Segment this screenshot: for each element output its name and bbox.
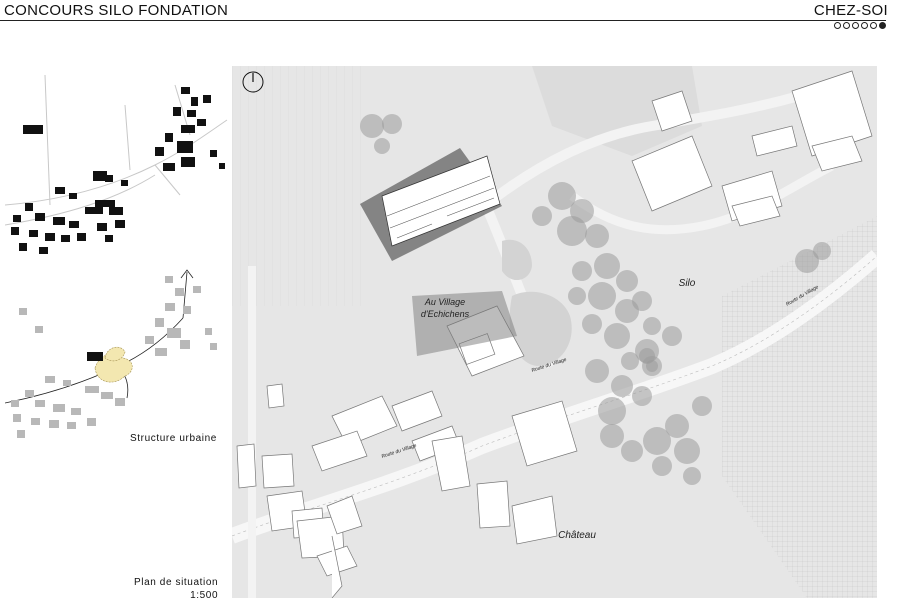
page-dot-current — [879, 22, 886, 29]
existing-buildings — [236, 70, 873, 598]
plan-caption-title: Plan de situation — [134, 577, 219, 588]
site-plan: Au Village d'Echichens Silo Château Rout… — [232, 66, 877, 598]
page-dot — [861, 22, 868, 29]
header-rule — [0, 20, 886, 21]
plan-caption-scale: 1:500 — [190, 590, 219, 601]
page-dot — [843, 22, 850, 29]
village-label: Au Village — [424, 297, 465, 307]
project-building — [381, 155, 501, 247]
upper-road — [468, 81, 834, 220]
page-dot — [834, 22, 841, 29]
village-sublabel: d'Echichens — [421, 309, 470, 319]
field-grid-area — [722, 216, 877, 598]
page-indicator — [834, 22, 886, 29]
tree-group — [360, 114, 831, 485]
project-title: CONCOURS SILO FONDATION — [4, 2, 229, 19]
project-shadow-lower — [412, 291, 517, 356]
brand-name: CHEZ-SOI — [813, 2, 888, 19]
plan-caption: Plan de situation 1:500 — [134, 576, 218, 602]
meadow-area — [532, 66, 702, 156]
project-facade-lines — [386, 175, 495, 239]
page-dot — [852, 22, 859, 29]
page-dot — [870, 22, 877, 29]
north-arrow-icon — [242, 71, 264, 93]
structure-caption: Structure urbaine — [130, 433, 217, 444]
figure-ground-diagram — [5, 75, 228, 254]
park-lawn — [502, 239, 532, 281]
park-lawn — [509, 291, 572, 366]
urban-structure-diagram — [5, 269, 217, 438]
silo-label: Silo — [679, 278, 696, 289]
chateau-label: Château — [558, 530, 596, 541]
park-path — [569, 161, 835, 235]
